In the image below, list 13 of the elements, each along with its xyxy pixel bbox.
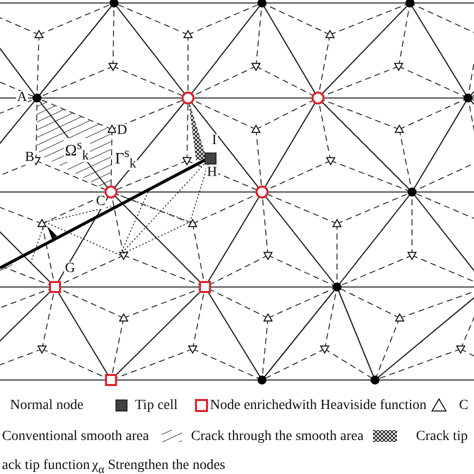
legend-text: Crack through the smooth area (191, 430, 364, 444)
point-label: B (24, 151, 36, 165)
legend-text: Normal node (10, 399, 84, 413)
legend-text: χ$_{α}$ Strengthen the nodes (92, 459, 226, 474)
legend-text: Tip cell (135, 399, 178, 413)
legend-text: C (459, 399, 468, 413)
legend-text: Crack tip (416, 430, 468, 444)
legend-text: Conventional smooth area (2, 430, 149, 444)
point-label: C (95, 195, 106, 209)
legend-text: ack tip function (2, 459, 90, 473)
point-label: A (16, 91, 28, 105)
point-label: G (64, 262, 76, 276)
legend-text: Node enrichedwith Heaviside function (210, 399, 427, 413)
